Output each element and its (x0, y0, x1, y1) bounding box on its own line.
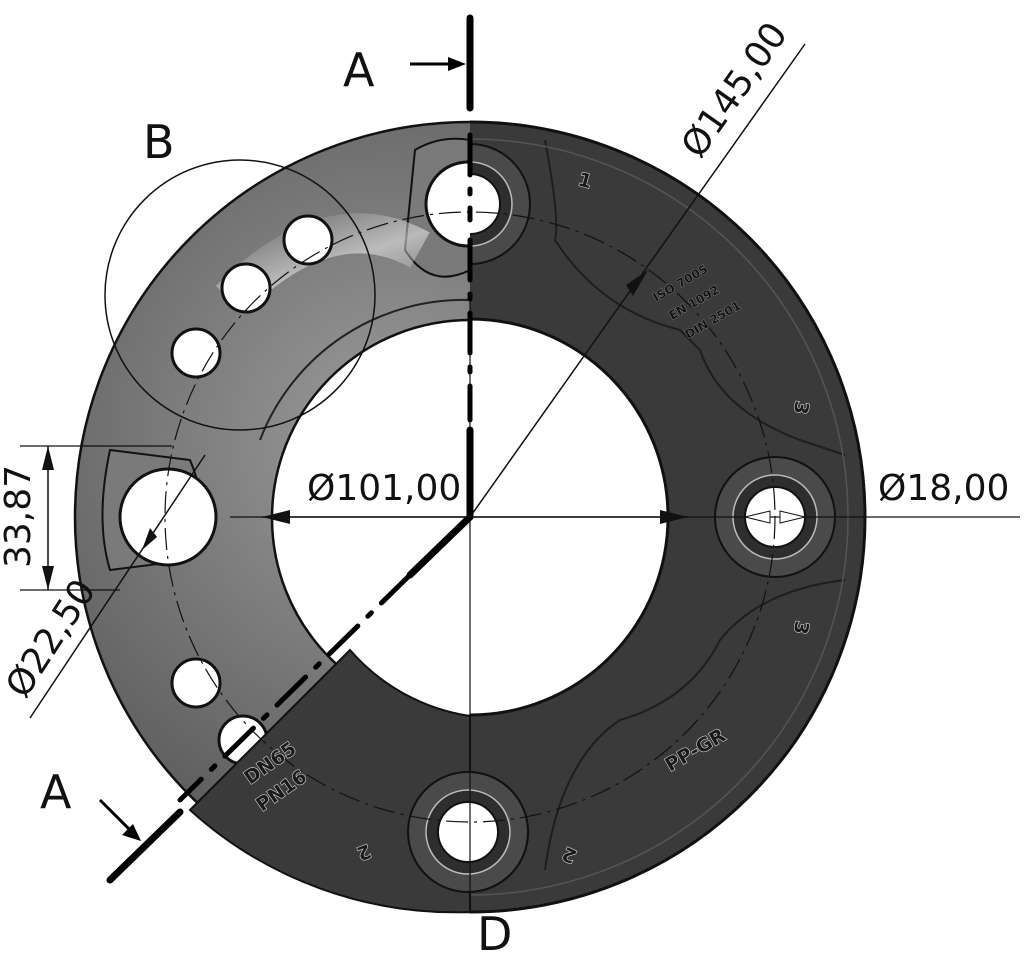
outer-diameter-arrowhead (626, 270, 648, 296)
detail-label: B (143, 115, 175, 169)
offset-arrow-top (42, 446, 54, 470)
slot-diameter-arrowhead (142, 528, 157, 550)
bolt-hole-diameter-label: Ø18,00 (878, 468, 1009, 509)
offset-arrow-bottom (42, 566, 54, 590)
slot-diameter-leader (29, 454, 206, 719)
section-arrowhead-top (448, 57, 466, 71)
inner-diameter-arrow-right (660, 510, 688, 524)
bolt-hole-arrow-left (744, 510, 771, 524)
section-label-bottom: A (40, 765, 72, 819)
offset-label: 33,87 (0, 465, 39, 568)
bottom-bolt-hole (437, 801, 499, 863)
section-label-top: A (343, 43, 375, 97)
section-wedge (188, 648, 471, 914)
marking-hole-3a: 3 (789, 399, 813, 416)
inner-diameter-arrow-left (262, 510, 290, 524)
view-label: D (477, 907, 512, 954)
section-cut-line (106, 14, 474, 884)
marking-hole-1: 1 (576, 169, 594, 194)
inner-diameter-label: Ø101,00 (307, 468, 461, 509)
section-arrowhead-bottom (122, 824, 141, 841)
bolt-hole-arrow-right (779, 510, 806, 524)
detail-circle-b (104, 159, 376, 431)
marking-hole-3b: 3 (789, 619, 813, 636)
